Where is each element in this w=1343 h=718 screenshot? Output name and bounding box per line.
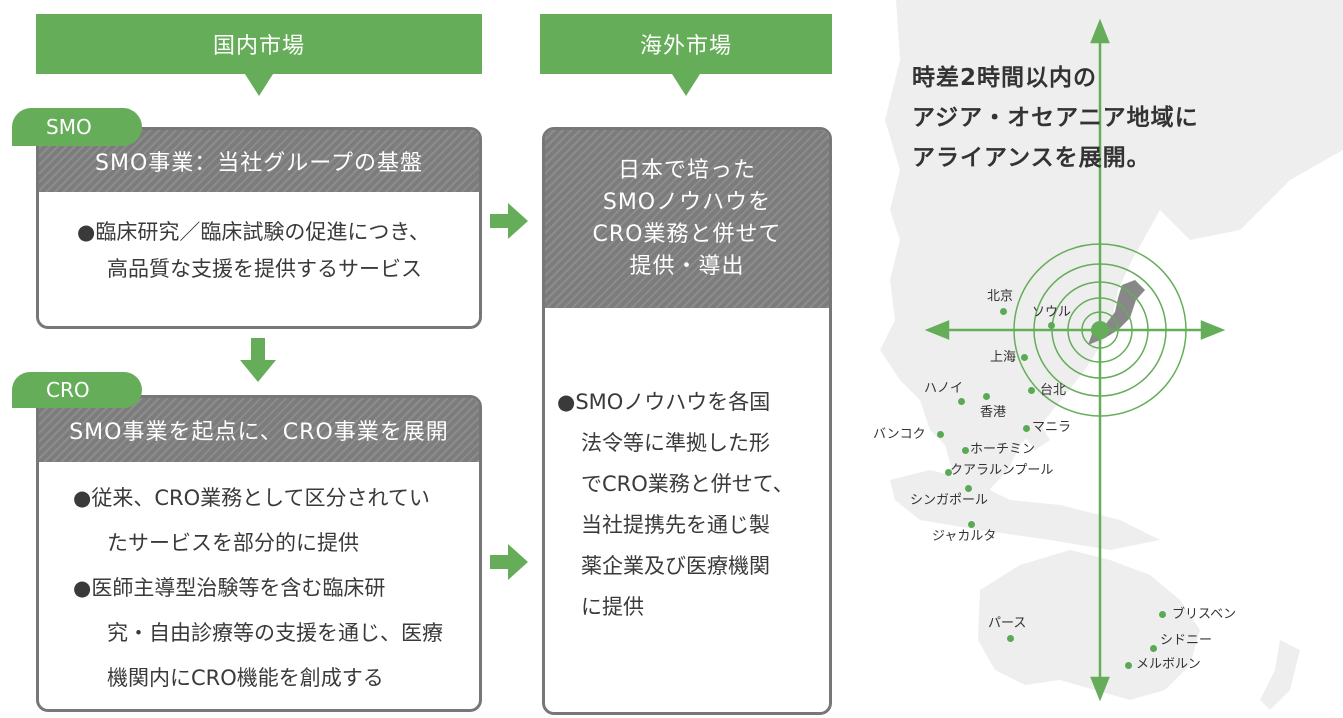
city-label: シドニー — [1160, 633, 1213, 648]
axis-arrows — [924, 18, 1226, 702]
smo-pill: SMO — [12, 108, 142, 146]
cro-card: SMO事業を起点に、CRO事業を展開 ●従来、CRO業務として区分されてい たサ… — [36, 395, 482, 712]
overseas-body-line: 薬企業及び医療機関 — [581, 554, 770, 578]
smo-card: SMO事業：当社グループの基盤 ●臨床研究／臨床試験の促進につき、 高品質な支援… — [36, 127, 482, 329]
down-arrow-icon — [240, 338, 276, 382]
overseas-title-line: 提供・導出 — [629, 254, 745, 279]
city-dot — [1007, 635, 1014, 642]
city-dot — [1125, 662, 1132, 669]
overseas-body-line: 法令等に準拠した形 — [581, 431, 770, 455]
cro-pill-label: CRO — [46, 378, 90, 402]
right-arrow-icon — [490, 203, 528, 239]
cro-pill: CRO — [12, 372, 142, 408]
smo-card-body: ●臨床研究／臨床試験の促進につき、 高品質な支援を提供するサービス — [39, 192, 479, 288]
city-label: ブリスベン — [1172, 607, 1237, 622]
city-label: 北京 — [987, 289, 1014, 304]
map-caption: 時差2時間以内の アジア・オセアニア地域に アライアンスを展開。 — [912, 58, 1199, 178]
city-dot — [983, 393, 990, 400]
city-label: マニラ — [1032, 420, 1072, 435]
cro-body-line: 機関内にCRO機能を創成する — [107, 666, 384, 690]
city-dot — [1048, 322, 1055, 329]
overseas-title-line: 日本で培った — [617, 158, 756, 183]
city-label: ハノイ — [924, 381, 964, 396]
philippines-landmass — [1018, 385, 1050, 450]
map-caption-line: アジア・オセアニア地域に — [912, 105, 1199, 131]
overseas-card-title-band: 日本で培った SMOノウハウを CRO業務と併せて 提供・導出 — [545, 130, 829, 308]
city-dot — [1023, 425, 1030, 432]
city-dot — [1028, 387, 1035, 394]
city-label: メルボルン — [1136, 657, 1201, 672]
smo-card-title: SMO事業：当社グループの基盤 — [95, 151, 423, 176]
cro-card-title: SMO事業を起点に、CRO事業を展開 — [69, 420, 449, 445]
overseas-title-line: SMOノウハウを — [602, 190, 772, 215]
city-label: ジャカルタ — [932, 529, 997, 544]
city-dot — [965, 485, 972, 492]
domestic-market-header-label: 国内市場 — [212, 34, 305, 59]
eurasia-landmass — [880, 0, 1343, 520]
right-arrow-icon — [490, 544, 528, 580]
city-label: バンコク — [873, 427, 926, 442]
cro-body-line: ●従来、CRO業務として区分されてい — [73, 486, 430, 510]
overseas-body-line: に提供 — [581, 595, 644, 619]
smo-body-line: 高品質な支援を提供するサービス — [107, 256, 422, 281]
city-label: ホーチミン — [970, 442, 1036, 457]
overseas-header-pointer — [672, 74, 700, 96]
nz-landmass — [1260, 640, 1300, 710]
overseas-card: 日本で培った SMOノウハウを CRO業務と併せて 提供・導出 ●SMOノウハウ… — [542, 127, 832, 715]
map-caption-line: 時差2時間以内の — [912, 65, 1098, 91]
smo-body-line: ●臨床研究／臨床試験の促進につき、 — [77, 220, 430, 244]
smo-pill-label: SMO — [46, 115, 92, 139]
city-dot — [958, 398, 965, 405]
city-dot — [1159, 611, 1166, 618]
cro-card-title-band: SMO事業を起点に、CRO事業を展開 — [39, 398, 479, 462]
cro-body-line: 究・自由診療等の支援を通じ、医療 — [107, 621, 443, 645]
city-label: パース — [988, 616, 1027, 631]
city-dot — [1150, 645, 1157, 652]
overseas-title-line: CRO業務と併せて — [592, 222, 782, 247]
australia-landmass — [978, 550, 1200, 700]
city-label: 台北 — [1040, 383, 1067, 398]
city-label: 上海 — [990, 350, 1017, 365]
city-label: ソウル — [1032, 305, 1072, 320]
overseas-market-header-label: 海外市場 — [639, 34, 732, 59]
city-dot — [1021, 354, 1028, 361]
map-caption-line: アライアンスを展開。 — [912, 145, 1151, 171]
city-label: シンガポール — [910, 493, 989, 508]
city-label: 香港 — [980, 405, 1007, 420]
city-dot — [945, 469, 952, 476]
city-dot — [937, 431, 944, 438]
indonesia-landmass — [890, 470, 1160, 550]
overseas-card-body: ●SMOノウハウを各国 法令等に準拠した形 でCRO業務と併せて、 当社提携先を… — [545, 308, 829, 628]
cro-card-body: ●従来、CRO業務として区分されてい たサービスを部分的に提供 ●医師主導型治験… — [39, 462, 479, 701]
city-dot — [962, 447, 969, 454]
overseas-body-line: 当社提携先を通じ製 — [581, 513, 770, 537]
city-dot — [1000, 308, 1007, 315]
city-label: クアラルンプール — [950, 463, 1054, 478]
overseas-body-line: ●SMOノウハウを各国 — [557, 390, 771, 414]
domestic-header-pointer — [245, 74, 273, 96]
domestic-market-header: 国内市場 — [36, 14, 482, 74]
asia-oceania-map — [880, 0, 1343, 710]
overseas-market-header: 海外市場 — [540, 14, 832, 74]
cro-body-line: たサービスを部分的に提供 — [107, 531, 359, 555]
city-dot — [968, 521, 975, 528]
overseas-body-line: でCRO業務と併せて、 — [581, 472, 794, 496]
cro-body-line: ●医師主導型治験等を含む臨床研 — [73, 576, 386, 600]
